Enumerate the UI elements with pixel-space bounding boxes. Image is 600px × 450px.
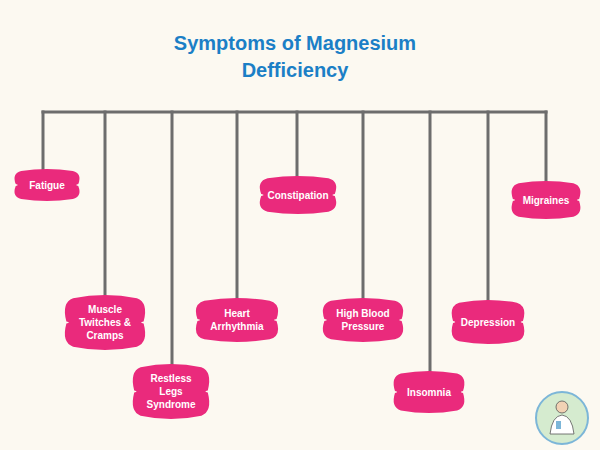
symptom-label: Insomnia [407, 386, 451, 399]
symptom-blob: Depression [450, 300, 526, 344]
symptom-blob: Heart Arrhythmia [194, 298, 280, 342]
symptom-label: Depression [461, 316, 515, 329]
symptom-label: Migraines [523, 194, 570, 207]
blob-shape [194, 298, 280, 342]
symptom-label: Restless Legs Syndrome [140, 372, 202, 411]
symptom-blob: High Blood Pressure [321, 298, 405, 342]
diagram-title: Symptoms of Magnesium Defficiency [140, 30, 450, 84]
symptom-label: Muscle Twitches & Cramps [72, 303, 138, 342]
symptom-blob: Fatigue [13, 169, 81, 201]
symptom-blob: Constipation [258, 176, 338, 214]
symptom-blob: Insomnia [392, 371, 466, 413]
blob-shape [321, 298, 405, 342]
symptom-label: Constipation [267, 189, 328, 202]
symptom-blob: Muscle Twitches & Cramps [63, 295, 147, 350]
symptom-blob: Migraines [510, 181, 582, 219]
symptom-label: High Blood Pressure [330, 307, 396, 333]
symptom-label: Fatigue [29, 179, 65, 192]
symptom-label: Heart Arrhythmia [203, 307, 271, 333]
symptom-blob: Restless Legs Syndrome [131, 364, 211, 419]
